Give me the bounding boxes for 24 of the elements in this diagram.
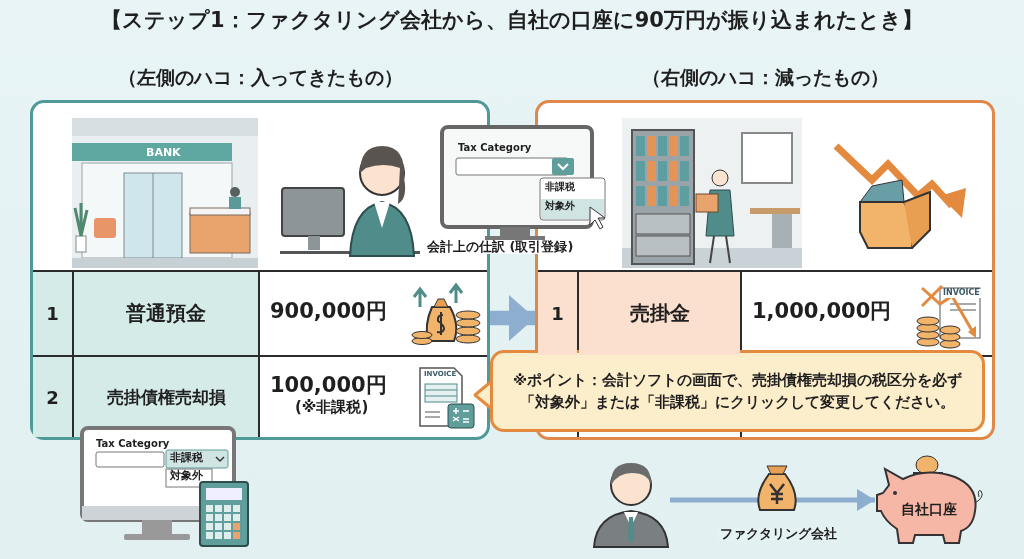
panel-heading: （左側のハコ：入ってきたもの） [116, 65, 404, 90]
panel-heading: （右側のハコ：減ったもの） [640, 65, 890, 90]
text-label: 1,000,000円 [752, 300, 892, 324]
text-label: 非課税 [545, 181, 575, 192]
table-cell: 普通預金 [74, 272, 258, 355]
text-label: INVOICE [941, 289, 982, 298]
text-label: BANK [146, 147, 181, 160]
text-label: 会計上の仕訳 (取引登録) [425, 240, 576, 255]
callout-text: ※ポイント：会計ソフトの画面で、売掛債権売却損の税区分を必ず「対象外」または「非課税」にクリックして変更してください。 [511, 370, 964, 412]
table-cell: 売掛金 [579, 272, 740, 355]
page-title: 【ステップ1：ファクタリング会社から、自社の口座に90万円が振り込まれたとき】 [100, 7, 924, 34]
callout-box [490, 350, 985, 432]
table-cell: 2 [33, 357, 72, 437]
arrow [490, 295, 535, 341]
table-cell: 売掛債権売却損 [74, 357, 258, 437]
table-cell: 1 [538, 272, 577, 355]
text-label: 900,000円 [270, 300, 387, 324]
piggy-bank-label: 自社口座 [901, 501, 957, 519]
table-cell: 1 [33, 272, 72, 355]
text-label: Tax Category [458, 142, 532, 153]
text-label: (※非課税) [295, 399, 369, 416]
edge-label: ファクタリング会社 [718, 527, 839, 542]
text-label: 100,000円 [270, 374, 387, 398]
text-label: 対象外 [545, 200, 575, 211]
